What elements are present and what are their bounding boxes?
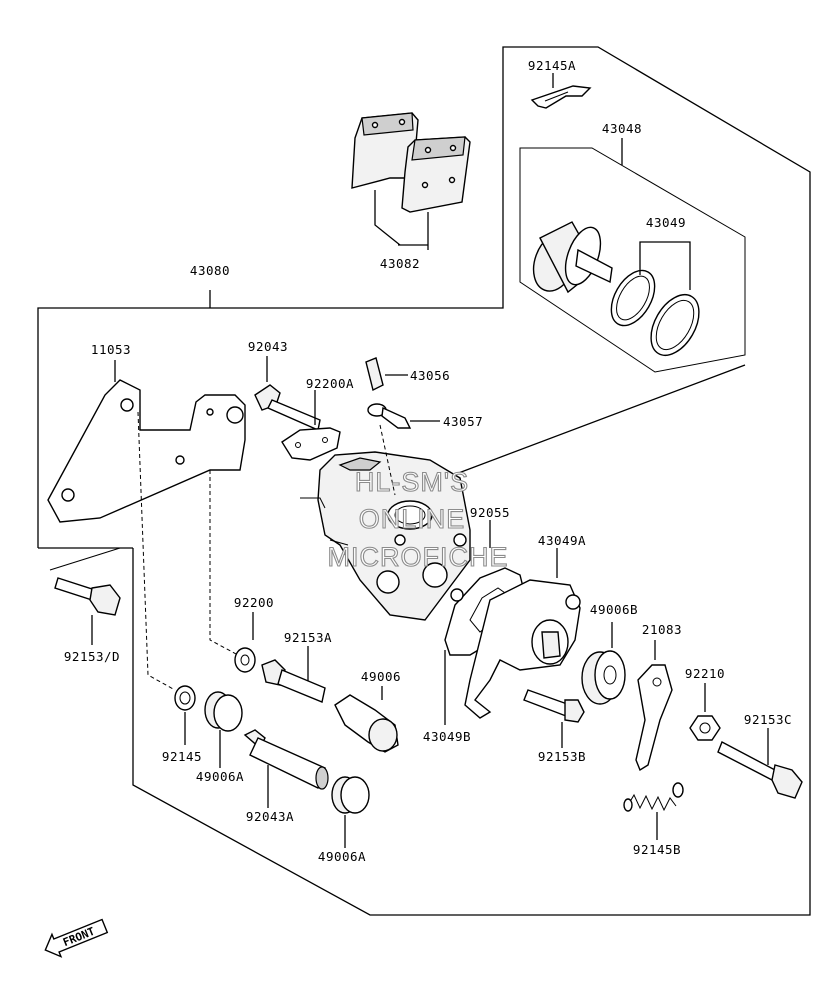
bolt-92153C bbox=[717, 728, 803, 799]
ring-92145 bbox=[137, 411, 196, 745]
boot-49006A-upper bbox=[204, 691, 243, 768]
part-label-43048: 43048 bbox=[602, 121, 642, 136]
part-label-92210: 92210 bbox=[685, 666, 725, 681]
part-label-92153C: 92153C bbox=[744, 712, 792, 727]
part-label-43057: 43057 bbox=[443, 414, 483, 429]
part-label-92043: 92043 bbox=[248, 339, 288, 354]
piston-kit-box-43048 bbox=[439, 138, 746, 481]
part-label-43056: 43056 bbox=[410, 368, 450, 383]
pin-92043A bbox=[243, 729, 329, 808]
part-label-92200A: 92200A bbox=[306, 376, 354, 391]
holder-43049A bbox=[444, 548, 581, 725]
boot-49006A-lower bbox=[331, 776, 370, 848]
part-label-92043A: 92043A bbox=[246, 809, 294, 824]
part-label-92200: 92200 bbox=[234, 595, 274, 610]
part-label-92055: 92055 bbox=[470, 505, 510, 520]
bracket-11053 bbox=[47, 360, 246, 523]
piston-and-seals-43049 bbox=[532, 221, 700, 356]
front-arrow-icon bbox=[44, 918, 109, 958]
part-label-43082: 43082 bbox=[380, 256, 420, 271]
caliper-body bbox=[300, 424, 471, 621]
watermark-line-3: MICROFICHE bbox=[328, 542, 509, 572]
spring-92145B bbox=[623, 782, 684, 840]
part-label-43049A: 43049A bbox=[538, 533, 586, 548]
part-label-49006A-lower: 49006A bbox=[318, 849, 366, 864]
boot-49006B bbox=[581, 622, 626, 705]
part-label-49006A-upper: 49006A bbox=[196, 769, 244, 784]
part-label-43049B: 43049B bbox=[423, 729, 471, 744]
bleeder-43056 bbox=[365, 357, 408, 392]
part-label-21083: 21083 bbox=[642, 622, 682, 637]
plate-92200A bbox=[281, 390, 341, 461]
part-label-92153B: 92153B bbox=[538, 749, 586, 764]
part-label-92145A: 92145A bbox=[528, 58, 576, 73]
part-label-92153D: 92153/D bbox=[64, 649, 120, 664]
front-arrow: FRONT bbox=[44, 918, 109, 958]
watermark-line-2: ONLINE bbox=[359, 504, 466, 534]
watermark-line-1: HL-SM'S bbox=[355, 467, 469, 497]
bolt-92153B bbox=[523, 689, 585, 748]
part-label-92145B: 92145B bbox=[633, 842, 681, 857]
nut-92210 bbox=[689, 683, 721, 741]
part-labels: 92145A 43048 43049 43082 43080 11053 920… bbox=[64, 58, 792, 864]
sensor-21083 bbox=[635, 640, 673, 772]
boot-49006 bbox=[334, 686, 399, 753]
assembly-boundary bbox=[37, 46, 811, 916]
watermark: HL-SM'S ONLINE MICROFICHE bbox=[327, 466, 509, 572]
part-label-92145: 92145 bbox=[162, 749, 202, 764]
part-label-92153A: 92153A bbox=[284, 630, 332, 645]
part-label-43080: 43080 bbox=[190, 263, 230, 278]
cap-43057 bbox=[367, 403, 440, 429]
bolt-92153A bbox=[261, 646, 326, 703]
bolt-92153D bbox=[54, 577, 121, 645]
part-label-43049: 43049 bbox=[646, 215, 686, 230]
part-label-49006B: 49006B bbox=[590, 602, 638, 617]
brake-pads-43082 bbox=[351, 112, 471, 250]
washer-92200 bbox=[209, 470, 256, 673]
pin-92043 bbox=[254, 356, 321, 431]
clip-92145A bbox=[530, 73, 592, 109]
part-label-11053: 11053 bbox=[91, 342, 131, 357]
part-label-49006: 49006 bbox=[361, 669, 401, 684]
